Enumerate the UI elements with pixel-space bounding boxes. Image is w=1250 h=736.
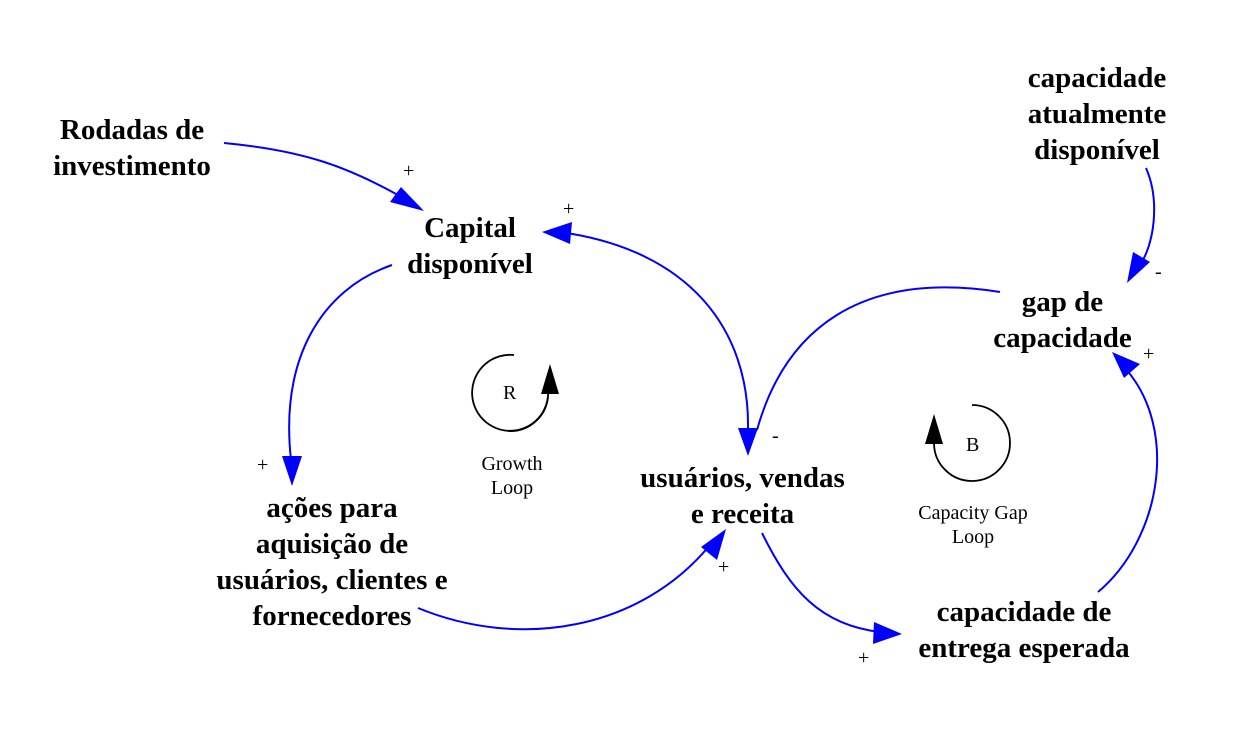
node-line: fornecedores: [252, 600, 412, 632]
link-usuarios-to-entrega: [761, 532, 881, 633]
arrowhead-usuarios-capital-bottom: [738, 428, 758, 456]
arrowhead-capital-to-acoes: [282, 456, 302, 486]
link-gap-to-usuarios: [756, 286, 1001, 431]
node-line: usuários, vendas: [640, 462, 845, 494]
node-line: ações para: [266, 492, 398, 524]
node-acoes-aquisicao: ações para aquisição de usuários, client…: [196, 490, 468, 634]
loop-label-line: Growth: [481, 453, 543, 475]
polarity-capital-acoes: +: [257, 454, 269, 476]
node-line: e receita: [690, 498, 795, 530]
node-capacidade-atualmente-disponivel: capacidade atualmente disponível: [1012, 60, 1182, 168]
node-gap-de-capacidade: gap de capacidade: [975, 284, 1150, 356]
arrowhead-entrega-to-gap: [1112, 352, 1140, 378]
node-line: capacidade: [993, 322, 1132, 354]
node-line: gap de: [1021, 286, 1104, 318]
node-capacidade-entrega-esperada: capacidade de entrega esperada: [900, 594, 1148, 666]
arrowhead-atual-to-gap: [1127, 252, 1150, 283]
growth-loop-label: Growth Loop: [462, 452, 562, 500]
capacity-loop-letter: B: [966, 434, 980, 456]
capacity-loop-label: Capacity Gap Loop: [898, 501, 1048, 549]
link-acoes-to-usuarios: [417, 544, 711, 631]
polarity-usuarios-entrega: +: [858, 647, 870, 669]
node-usuarios-vendas-receita: usuários, vendas e receita: [625, 460, 860, 532]
node-line: disponível: [407, 248, 533, 280]
node-line: disponível: [1034, 134, 1160, 166]
link-capital-to-acoes: [288, 264, 393, 461]
arrowhead-usuarios-to-entrega: [873, 622, 902, 644]
polarity-atual-gap: -: [1155, 261, 1162, 283]
link-entrega-to-gap: [1097, 367, 1159, 593]
loop-label-line: Capacity Gap: [918, 502, 1028, 524]
growth-loop-letter: R: [503, 382, 517, 404]
node-line: usuários, clientes e: [216, 564, 448, 596]
loop-label-line: Loop: [490, 477, 534, 499]
arrowhead-usuarios-to-capital: [542, 222, 572, 244]
node-rodadas-de-investimento: Rodadas de investimento: [44, 112, 220, 184]
loop-label-line: Loop: [951, 526, 995, 548]
arrowhead-rodadas-to-capital: [390, 187, 424, 211]
node-line: investimento: [53, 150, 211, 182]
link-usuarios-to-capital: [559, 231, 750, 431]
polarity-acoes-usuarios: +: [718, 556, 730, 578]
polarity-gap-usuarios: -: [772, 425, 779, 447]
node-line: capacidade de: [936, 596, 1112, 628]
node-line: entrega esperada: [918, 632, 1130, 664]
link-rodadas-to-capital: [223, 142, 421, 209]
capacity-loop-marker: [925, 404, 1011, 482]
link-atual-to-gap: [1137, 167, 1156, 269]
node-line: atualmente: [1027, 98, 1167, 130]
node-capital-disponivel: Capital disponível: [390, 210, 550, 282]
node-line: Rodadas de: [59, 114, 205, 146]
arrowhead-acoes-to-usuarios: [701, 529, 726, 560]
node-line: Capital: [424, 212, 516, 244]
node-line: aquisição de: [255, 528, 409, 560]
growth-loop-marker: [471, 353, 559, 432]
polarity-rodadas-capital: +: [403, 160, 415, 182]
polarity-entrega-gap: +: [1143, 343, 1155, 365]
polarity-usuarios-capital: +: [563, 198, 575, 220]
node-line: capacidade: [1027, 62, 1167, 94]
